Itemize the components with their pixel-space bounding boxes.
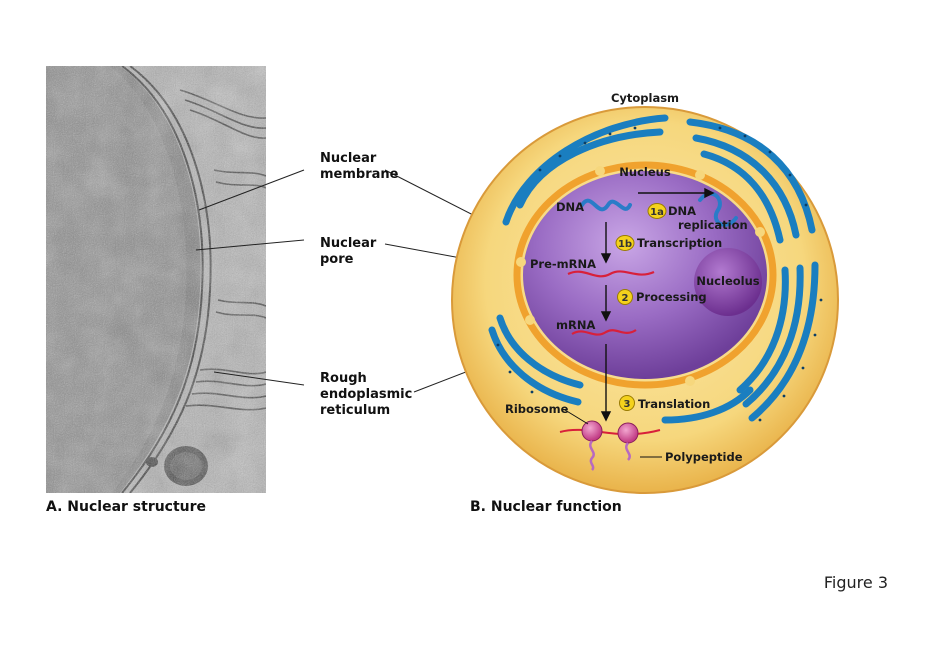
svg-text:2: 2 — [622, 293, 629, 304]
flow-arrows — [600, 187, 715, 422]
step-1b: 1b Transcription — [615, 235, 722, 251]
label-polypeptide: Polypeptide — [665, 450, 743, 464]
rough-er-stacks — [488, 114, 819, 424]
svg-text:Processing: Processing — [636, 290, 707, 304]
label-nuclear-pore: Nuclear pore — [320, 236, 381, 267]
step-3: 3 Translation — [619, 395, 710, 411]
nucleolus — [694, 248, 762, 316]
svg-text:3: 3 — [624, 399, 631, 410]
step-2: 2 Processing — [617, 289, 707, 305]
nuclear-envelope — [513, 161, 777, 389]
mrna-strand — [571, 329, 637, 336]
ribosome-translation — [559, 409, 662, 471]
label-nucleolus: Nucleolus — [696, 274, 759, 288]
svg-text:Transcription: Transcription — [637, 236, 722, 250]
label-cytoplasm: Cytoplasm — [611, 91, 679, 105]
er-ribosome-dots — [496, 126, 823, 422]
pre-mrna-strand — [567, 270, 655, 278]
label-pre-mrna: Pre-mRNA — [530, 257, 596, 271]
svg-text:1a: 1a — [650, 207, 664, 218]
label-mrna: mRNA — [556, 318, 595, 332]
electron-micrograph — [46, 66, 266, 493]
svg-text:Translation: Translation — [638, 397, 710, 411]
svg-text:1b: 1b — [618, 239, 632, 250]
figure-number: Figure 3 — [823, 573, 888, 592]
label-nuclear-membrane: Nuclear membrane — [320, 151, 399, 182]
label-dna: DNA — [556, 200, 584, 214]
cell-diagram: Cytoplasm Nucleus DNA Pre-mRNA mRNA Nucl… — [451, 91, 839, 494]
nuclear-pores — [516, 166, 765, 386]
label-rough-er: Rough endoplasmic reticulum — [320, 371, 417, 418]
label-ribosome: Ribosome — [505, 402, 569, 416]
label-nucleus: Nucleus — [619, 165, 671, 179]
caption-b: B. Nuclear function — [470, 499, 622, 515]
dna-strand — [580, 198, 632, 212]
caption-a: A. Nuclear structure — [46, 499, 206, 515]
